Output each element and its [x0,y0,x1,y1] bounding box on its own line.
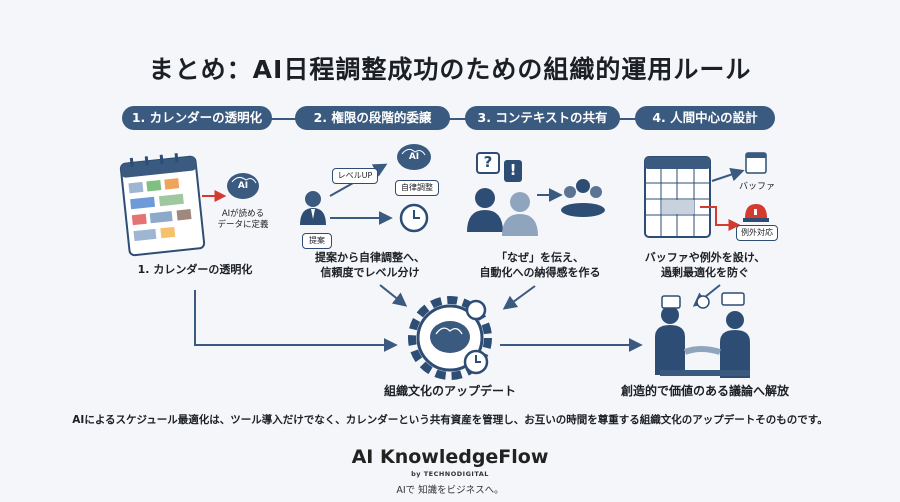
buffer-label: バッファ [738,182,775,192]
brand-logo-text: AI KnowledgeFlow [351,446,549,468]
question-mark: ? [483,153,493,171]
step-pill-2: 2. 権限の段階的委譲 [295,106,450,130]
step1-caption: 1. カレンダーの透明化 [137,263,253,276]
gear-brain-icon [408,296,492,380]
step-connector [445,118,470,120]
step-pill-1: 1. カレンダーの透明化 [122,106,272,130]
propose-tag: 提案 [302,233,332,249]
brand-tagline: AIで 知識をビジネスへ。 [396,485,504,496]
page-title: まとめ：AI日程調整成功のための組織的運用ルール [148,55,752,84]
exception-tag: 例外対応 [736,225,778,241]
ai-badge: AI [237,181,249,191]
arrow-step2-to-center [379,284,408,307]
arrow-to-buffer [711,167,745,182]
outcome-creative-discussion: 創造的で価値のある議論へ解放 [620,384,789,398]
people-question-icon [467,152,538,236]
step-pill-4: 4. 人間中心の設計 [635,106,775,130]
manager-icon [300,191,326,225]
ai-readable-label: AIが読める データに定義 [217,209,269,230]
step2-caption: 提案から自律調整へ、 信頼度でレベル分け [315,251,425,279]
step4-caption: バッファや例外を設け、 過剰最適化を防ぐ [644,251,766,279]
outcome-culture-update: 組織文化のアップデート [383,384,516,398]
small-calendar-icon [745,152,767,174]
handshake-icon [655,292,750,378]
auto-adjust-tag: 自律調整 [395,180,439,196]
step3-caption: 「なぜ」を伝え、 自動化への納得感を作る [479,251,601,279]
step-pill-3: 3. コンテキストの共有 [465,106,620,130]
step-connector [270,118,300,120]
ai-head-icon [227,173,259,199]
arrow-to-exception [700,206,741,231]
level-up-tag: レベルUP [332,168,378,184]
team-icon [561,179,605,217]
arrow-step3-to-center [502,285,536,310]
exclaim-mark: ! [509,161,517,179]
ai-badge-2: AI [408,152,420,162]
grid-calendar-icon [644,156,711,238]
ai-brain-icon [397,144,431,170]
arrow-step1-to-center [194,290,398,352]
summary-text: AIによるスケジュール最適化は、ツール導入だけでなく、カレンダーという共有資産を… [72,414,828,426]
brand-by: by TECHNODIGITAL [411,470,489,478]
calendar-icon [119,153,206,257]
clock-icon [399,203,429,233]
step-connector [615,118,640,120]
alert-siren-icon [743,204,769,222]
